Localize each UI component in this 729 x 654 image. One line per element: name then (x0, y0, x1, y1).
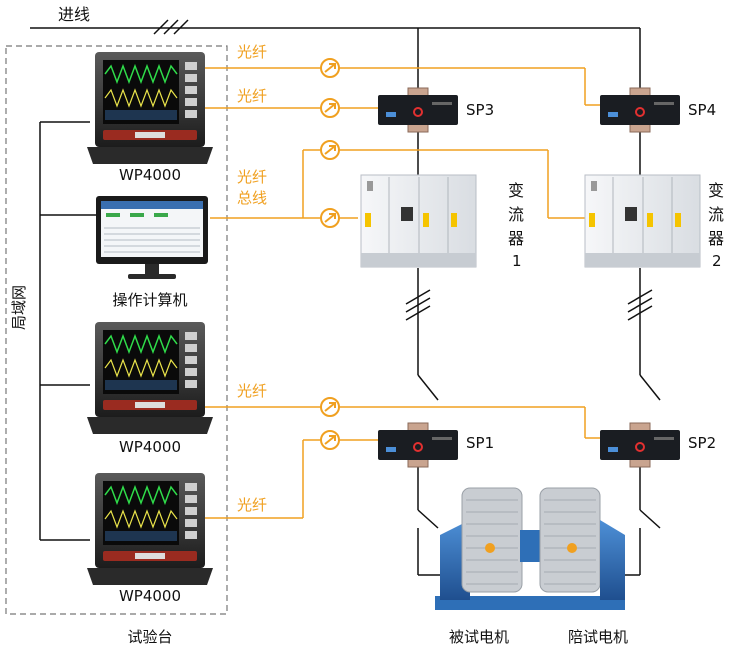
wp4000-label: WP4000 (119, 438, 181, 456)
fiber-label: 光纤 (237, 87, 267, 105)
converter-2-label: 变 (708, 181, 724, 200)
sp-device (377, 422, 459, 468)
sp2-label: SP2 (688, 434, 716, 452)
converter-2-label: 器 (708, 229, 724, 248)
wp4000-device (86, 51, 214, 165)
fiber-converter-icon (320, 208, 340, 228)
converter-cabinet (584, 174, 701, 268)
converter-1-label: 器 (508, 229, 524, 248)
sp4-label: SP4 (688, 101, 716, 119)
companion-motor-label: 陪试电机 (568, 628, 628, 646)
fiber-converter-icon (320, 430, 340, 450)
test-bench-label: 试验台 (127, 628, 172, 646)
converter-2-label: 2 (712, 252, 722, 270)
converter-1-label: 流 (508, 205, 524, 224)
fiber-label: 光纤 (237, 43, 267, 61)
wp4000-device (86, 472, 214, 586)
fiber-lines (205, 67, 600, 519)
fiber-converter-icon (320, 140, 340, 160)
fiber-bus-label: 总线 (237, 189, 267, 207)
operator-pc-label: 操作计算机 (112, 291, 187, 309)
power-wiring (30, 19, 661, 576)
fiber-label: 光纤 (237, 382, 267, 400)
operator-pc (96, 196, 208, 279)
lan-label: 局域网 (10, 285, 28, 330)
converter-cabinet (360, 174, 477, 268)
test-bench-box (5, 45, 228, 615)
converter-1-label: 变 (508, 181, 524, 200)
fiber-label: 光纤 (237, 496, 267, 514)
wp4000-device (86, 321, 214, 435)
fiber-converter-icon (320, 397, 340, 417)
motor-set (435, 487, 625, 610)
fiber-bus-label: 光纤 (237, 168, 267, 186)
sp-device (377, 87, 459, 133)
sp-device (599, 422, 681, 468)
sp3-label: SP3 (466, 101, 494, 119)
fiber-converter-icon (320, 58, 340, 78)
converter-1-label: 1 (512, 252, 522, 270)
converter-2-label: 流 (708, 205, 724, 224)
sp1-label: SP1 (466, 434, 494, 452)
motor-under-test-label: 被试电机 (449, 628, 509, 646)
sp-device (599, 87, 681, 133)
wp4000-label: WP4000 (119, 166, 181, 184)
wp4000-label: WP4000 (119, 587, 181, 605)
fiber-converter-icon (320, 98, 340, 118)
incoming-line-label: 进线 (58, 5, 90, 24)
